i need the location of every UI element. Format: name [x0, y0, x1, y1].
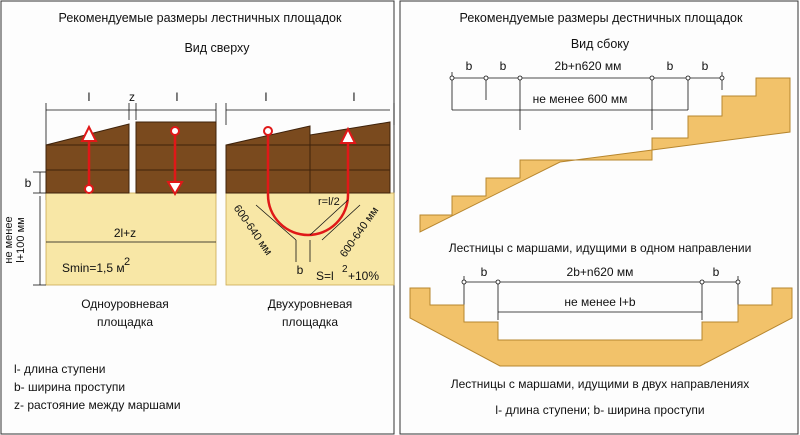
dim-l-1: l [88, 90, 91, 104]
area-sup: 2 [124, 256, 130, 268]
caption-single-2: площадка [97, 315, 153, 329]
side-top-dimensions [449, 72, 725, 130]
two-direction-stair [409, 287, 793, 367]
area2-label-b: +10% [348, 269, 379, 283]
right-footer: l- длина ступени; b- ширина проступи [495, 403, 704, 417]
side-bottom-b1: b [481, 265, 488, 279]
dim-l-2: l [176, 90, 179, 104]
single-level-landing [45, 121, 217, 286]
caption-double-2: площадка [282, 315, 338, 329]
caption-double-1: Двухуровневая [268, 297, 353, 311]
side-dim-b3: b [667, 59, 674, 73]
vertical-dimension [33, 196, 46, 286]
b-bottom-label: b [297, 263, 304, 277]
side-bottom-dimensions [461, 276, 741, 320]
legend-l: l- длина ступени [14, 362, 105, 376]
dim-z: z [129, 90, 135, 104]
side-dim-b4: b [702, 59, 709, 73]
right-title: Рекомендуемые размеры дестничных площадо… [460, 11, 743, 25]
area2-sup: 2 [342, 264, 348, 275]
dim-l-3: l [265, 90, 268, 104]
area2-label-a: S=l [316, 269, 334, 283]
vertical-label-1: не менее [3, 216, 15, 263]
side-min-top: не менее 600 мм [533, 92, 628, 106]
caption-single-1: Одноуровневая [81, 297, 169, 311]
legend-z: z- растояние между маршами [14, 398, 181, 412]
side-bottom-mid: 2b+n620 мм [567, 265, 634, 279]
vertical-label-2: l+100 мм [15, 217, 27, 262]
side-dim-b2: b [500, 59, 507, 73]
left-title: Рекомендуемые размеры лестничных площадо… [59, 11, 342, 25]
b-dimension [33, 171, 46, 194]
width-label: 2l+z [114, 226, 136, 240]
side-min-bottom: не менее l+b [564, 295, 636, 309]
legend-b: b- ширина проступи [14, 380, 125, 394]
side-bottom-b2: b [713, 265, 720, 279]
dim-l-4: l [353, 90, 356, 104]
right-subtitle: Вид сбоку [571, 37, 630, 51]
radius-label: r=l/2 [318, 196, 340, 208]
side-dim-b1: b [466, 59, 473, 73]
one-direction-stair [419, 77, 791, 233]
area-label: Smin=1,5 м [62, 261, 125, 275]
caption-one-direction: Лестницы с маршами, идущими в одном напр… [449, 241, 752, 255]
left-subtitle: Вид сверху [184, 41, 250, 55]
dim-b: b [25, 176, 32, 190]
two-level-landing [225, 121, 395, 286]
caption-two-directions: Лестницы с маршами, идущими в двух напра… [451, 377, 750, 391]
side-dim-mid: 2b+n620 мм [555, 59, 622, 73]
